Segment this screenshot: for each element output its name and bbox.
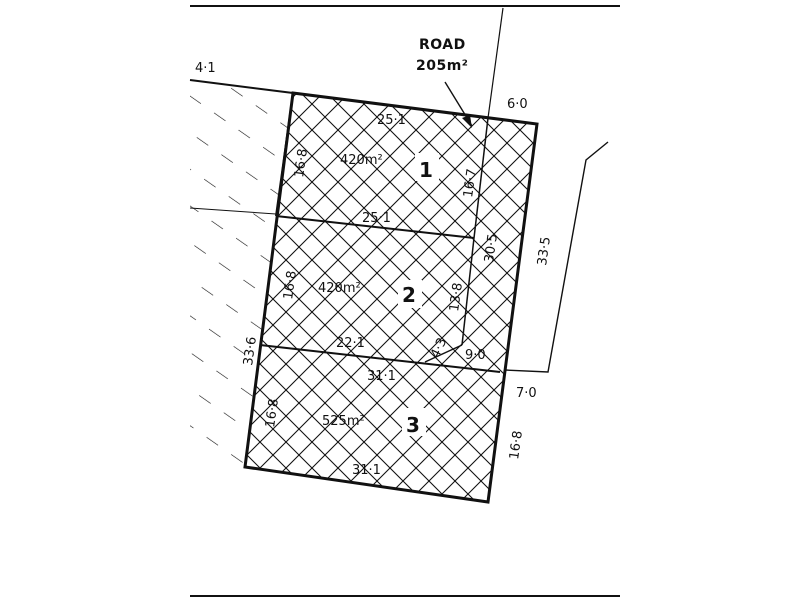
dim-lot1-bottom: 25·1 (362, 211, 391, 226)
lot3-number: 3 (406, 413, 420, 437)
lot3-area: 525m² (322, 414, 365, 429)
dim-lot2-left: 16·8 (281, 270, 300, 301)
street-boundary (504, 141, 609, 373)
lot2-area: 420m² (318, 281, 361, 296)
lot1-area: 420m² (340, 153, 383, 168)
lot-left-boundary (275, 92, 294, 217)
lot1-number: 1 (419, 158, 433, 182)
dim-lot3-top: 31·1 (367, 369, 396, 384)
neighbour-boundary (189, 207, 277, 215)
road-label: ROAD (419, 37, 466, 53)
dim-lot3-bottom: 31·1 (352, 463, 381, 478)
neighbour-land (190, 80, 293, 467)
lot2-lot3-boundary (259, 344, 501, 373)
lots-hatch (245, 93, 537, 502)
dim-lot1-left: 16·8 (292, 148, 311, 179)
dim-overall-right: 33·5 (535, 236, 554, 267)
lot1-lot2-boundary (275, 215, 475, 239)
road-reserve-line (487, 7, 504, 119)
dim-road-top: 6·0 (507, 97, 528, 112)
lot2-chamfer-edge (424, 344, 463, 363)
north-boundary (189, 79, 294, 94)
road-arrowhead (462, 115, 472, 128)
dim-lot1-top: 25·1 (377, 113, 406, 128)
dim-top-left-partial: 4·1 (195, 61, 216, 76)
dim-road-side: 30·5 (482, 233, 501, 264)
dim-lot2-bottom: 22·1 (336, 336, 365, 351)
dim-lot3-left: 16·8 (263, 398, 282, 429)
lot2-road-edge (461, 237, 475, 346)
dim-lot1-right: 16·7 (461, 168, 480, 199)
dim-lot3-right: 16·8 (507, 430, 526, 461)
lot1-road-edge (473, 117, 489, 239)
dim-lot2-right: 13·8 (447, 282, 466, 313)
dim-overall-left: 33·6 (241, 336, 260, 367)
road-area: 205m² (416, 58, 468, 74)
dim-street-width: 7·0 (516, 386, 537, 401)
dim-road-bottom: 9·0 (465, 348, 486, 363)
lot2-number: 2 (402, 283, 416, 307)
outer-boundary (243, 91, 539, 504)
